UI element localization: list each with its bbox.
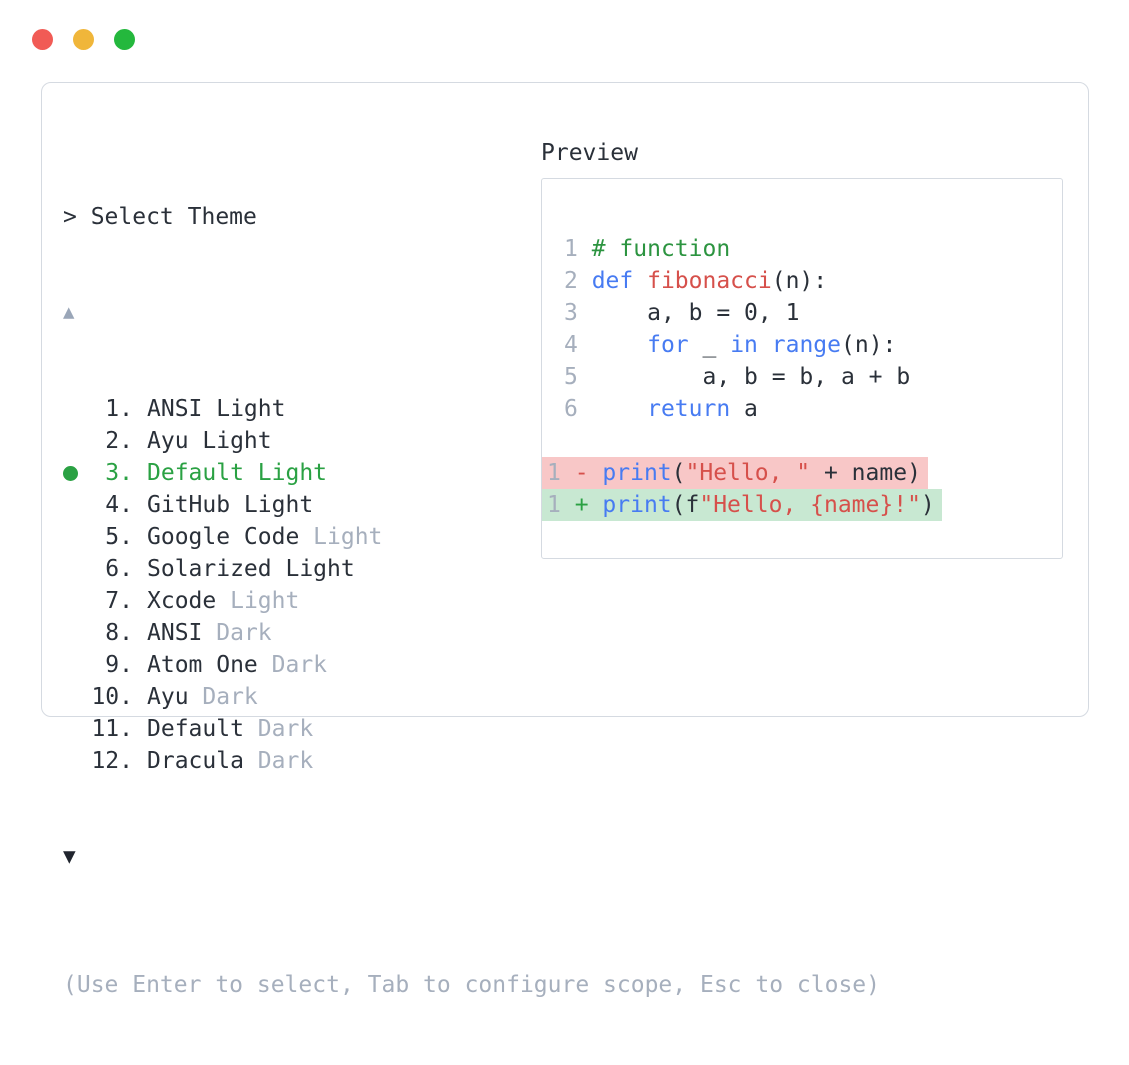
theme-item-number: 9. [105,652,133,678]
close-button-icon[interactable] [32,29,53,50]
theme-item-number: 11. [91,716,133,742]
theme-select-pane: > Select Theme ▲ 1. ANSI Light 2. Ayu Light… [63,137,880,1065]
diff-removed-sign: - [574,460,603,486]
theme-item-number: 5. [105,524,133,550]
theme-list-item[interactable]: 3. Default Light [63,457,523,489]
theme-item-number: 8. [105,620,133,646]
theme-item-number: 6. [105,556,133,582]
theme-list-item[interactable]: 12. Dracula Dark [63,745,523,777]
theme-list-item[interactable]: 10. Ayu Dark [63,681,523,713]
theme-item-label: Ayu Light [147,428,272,454]
theme-item-label: Solarized Light [147,556,355,582]
theme-item-number: 10. [91,684,133,710]
diff-removed-highlight: 1 - print("Hello, " + name) [542,457,928,489]
theme-item-label: Ayu Dark [147,684,258,710]
window-controls [32,29,135,50]
theme-list-item[interactable]: 8. ANSI Dark [63,617,523,649]
theme-item-label: Xcode Light [147,588,300,614]
zoom-button-icon[interactable] [114,29,135,50]
theme-item-number: 2. [105,428,133,454]
theme-list-item[interactable]: 2. Ayu Light [63,425,523,457]
selected-dot-icon [63,465,78,481]
selected-bullet-slot [63,465,91,481]
select-theme-prompt: > Select Theme [63,204,257,230]
theme-item-label: Dracula Dark [147,748,314,774]
theme-item-label: ANSI Light [147,396,286,422]
diff-added-sign: + [574,492,603,518]
preview-title: Preview [541,140,638,166]
code-line: 5 a, b = b, a + b [564,364,911,390]
theme-list-item[interactable]: 5. Google Code Light [63,521,523,553]
theme-item-label: ANSI Dark [147,620,272,646]
theme-item-label: Atom One Dark [147,652,328,678]
theme-item-label: Google Code Light [147,524,383,550]
theme-selector-panel: > Select Theme ▲ 1. ANSI Light 2. Ayu Light… [41,82,1089,998]
theme-item-number: 3. [105,460,133,486]
diff-code-line: 1 + print(f"Hello, {name}!") [542,489,1062,521]
keyboard-hint: (Use Enter to select, Tab to configure s… [63,972,880,998]
theme-item-label: GitHub Light [147,492,314,518]
scroll-down-icon[interactable]: ▼ [63,844,76,868]
theme-item-number: 7. [105,588,133,614]
preview-code-box: 1 # function 2 def fibonacci(n): 3 a, b = … [541,178,1063,559]
theme-item-number: 12. [91,748,133,774]
code-line: 2 def fibonacci(n): [564,268,828,294]
theme-list-item[interactable]: 4. GitHub Light [63,489,523,521]
diff-added-highlight: 1 + print(f"Hello, {name}!") [542,489,942,521]
theme-list-item[interactable]: 6. Solarized Light [63,553,523,585]
theme-list-item[interactable]: 1. ANSI Light [63,393,523,425]
theme-item-label: Default Dark [147,716,314,742]
preview-pane: Preview 1 # function 2 def fibonacci(n): 3… [541,137,1065,559]
theme-list-item[interactable]: 7. Xcode Light [63,585,523,617]
theme-list-item[interactable]: 9. Atom One Dark [63,649,523,681]
code-line: 3 a, b = 0, 1 [564,300,800,326]
blank-line [564,425,1062,457]
theme-list-item[interactable]: 11. Default Dark [63,713,523,745]
theme-item-label: Default Light [147,460,328,486]
scroll-up-icon[interactable]: ▲ [63,301,75,323]
theme-item-number: 1. [105,396,133,422]
theme-list: 1. ANSI Light 2. Ayu Light 3. Default Light 4.… [63,393,523,777]
code-block: 1 # function 2 def fibonacci(n): 3 a, b = … [542,179,1062,521]
code-line: 1 # function [564,236,731,262]
code-line: 6 return a [564,396,758,422]
diff-code-line: 1 - print("Hello, " + name) [542,457,1062,489]
minimize-button-icon[interactable] [73,29,94,50]
code-line: 4 for _ in range(n): [564,332,897,358]
theme-item-number: 4. [105,492,133,518]
